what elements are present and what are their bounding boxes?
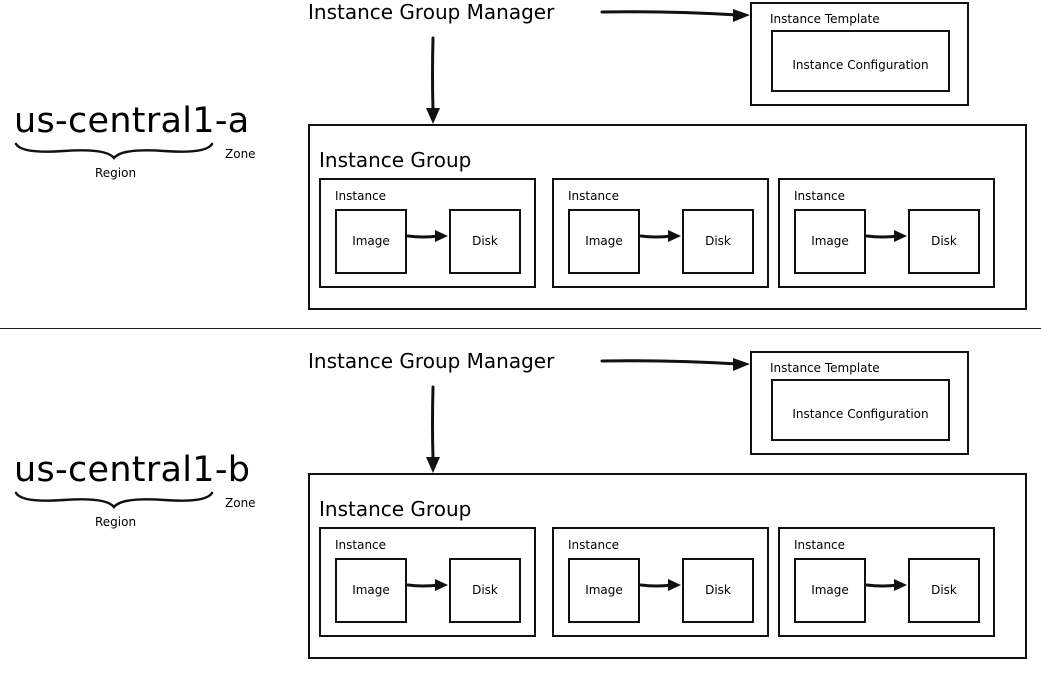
- disk-label: Disk: [472, 583, 498, 597]
- disk-label: Disk: [705, 234, 731, 248]
- disk-box: Disk: [908, 558, 980, 623]
- instance-box: Instance Image Disk: [552, 527, 769, 637]
- image-box: Image: [794, 209, 866, 274]
- instance-box: Instance Image Disk: [778, 178, 995, 288]
- image-label: Image: [585, 234, 623, 248]
- image-box: Image: [794, 558, 866, 623]
- instance-box: Instance Image Disk: [319, 178, 536, 288]
- instance-group-box: Instance Group Instance Image Disk Insta…: [308, 473, 1027, 659]
- region-brace-icon: [14, 491, 214, 509]
- image-to-disk-arrow-icon: [407, 579, 448, 591]
- image-label: Image: [352, 234, 390, 248]
- instance-title: Instance: [794, 538, 846, 552]
- disk-label: Disk: [705, 583, 731, 597]
- instance-group-box: Instance Group Instance Image Disk Insta…: [308, 124, 1027, 310]
- instance-configuration-box: Instance Configuration: [771, 30, 950, 92]
- instance-title: Instance: [335, 538, 387, 552]
- manager-arrows: [426, 358, 750, 473]
- region-label: Region: [95, 166, 137, 180]
- instance-group-title: Instance Group: [319, 497, 472, 521]
- region-brace-icon: [14, 142, 214, 160]
- instance-template-box: Instance Template Instance Configuration: [750, 2, 969, 106]
- arrow-head-icon: [733, 9, 750, 22]
- instance-title: Instance: [568, 189, 620, 203]
- instance-title: Instance: [568, 538, 620, 552]
- zone-name: us-central1-b: [14, 450, 251, 490]
- instance-template-title: Instance Template: [770, 361, 880, 375]
- image-label: Image: [811, 234, 849, 248]
- disk-box: Disk: [449, 558, 521, 623]
- instance-title: Instance: [335, 189, 387, 203]
- disk-label: Disk: [931, 234, 957, 248]
- manager-arrows: [426, 9, 750, 124]
- image-label: Image: [585, 583, 623, 597]
- zone-section-b: us-central1-b Region Zone Instance Group…: [0, 349, 1041, 679]
- image-to-disk-arrow-icon: [640, 579, 681, 591]
- arrow-head-icon: [426, 108, 440, 124]
- image-label: Image: [352, 583, 390, 597]
- instance-group-title: Instance Group: [319, 148, 472, 172]
- instance-box: Instance Image Disk: [319, 527, 536, 637]
- disk-label: Disk: [472, 234, 498, 248]
- disk-label: Disk: [931, 583, 957, 597]
- image-to-disk-arrow-icon: [407, 230, 448, 242]
- disk-box: Disk: [908, 209, 980, 274]
- image-to-disk-arrow-icon: [640, 230, 681, 242]
- instance-box: Instance Image Disk: [778, 527, 995, 637]
- instance-configuration-label: Instance Configuration: [792, 407, 929, 421]
- zone-name: us-central1-a: [14, 101, 250, 141]
- image-box: Image: [568, 209, 640, 274]
- image-label: Image: [811, 583, 849, 597]
- zone-label: Zone: [225, 496, 256, 510]
- zone-label: Zone: [225, 147, 256, 161]
- instance-group-manager-title: Instance Group Manager: [308, 0, 555, 24]
- arrow-head-icon: [733, 358, 750, 371]
- zone-section-a: us-central1-a Region Zone Instance Group…: [0, 0, 1041, 330]
- instance-template-title: Instance Template: [770, 12, 880, 26]
- image-to-disk-arrow-icon: [866, 230, 907, 242]
- instance-box: Instance Image Disk: [552, 178, 769, 288]
- image-box: Image: [335, 558, 407, 623]
- disk-box: Disk: [682, 209, 754, 274]
- image-box: Image: [568, 558, 640, 623]
- image-box: Image: [335, 209, 407, 274]
- disk-box: Disk: [682, 558, 754, 623]
- instance-configuration-label: Instance Configuration: [792, 58, 929, 72]
- disk-box: Disk: [449, 209, 521, 274]
- instance-configuration-box: Instance Configuration: [771, 379, 950, 441]
- region-label: Region: [95, 515, 137, 529]
- arrow-head-icon: [426, 457, 440, 473]
- image-to-disk-arrow-icon: [866, 579, 907, 591]
- instance-group-manager-title: Instance Group Manager: [308, 349, 555, 373]
- instance-title: Instance: [794, 189, 846, 203]
- instance-template-box: Instance Template Instance Configuration: [750, 351, 969, 455]
- zone-divider: [0, 328, 1041, 329]
